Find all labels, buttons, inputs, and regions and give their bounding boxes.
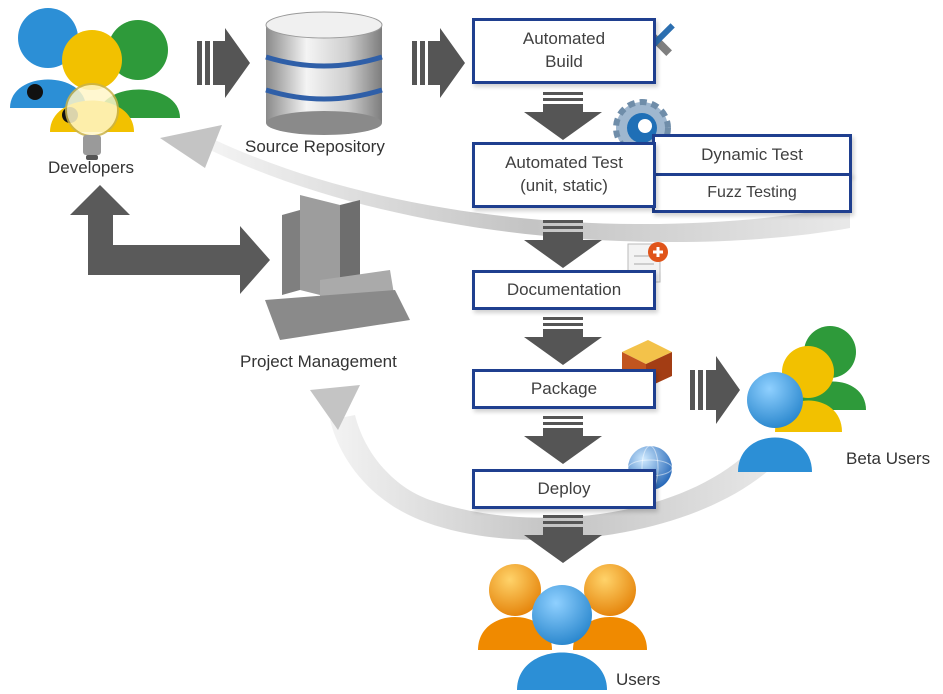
source-repository-label: Source Repository (245, 137, 385, 156)
database-icon (265, 11, 383, 135)
users-label: Users (616, 670, 661, 689)
arrow-repository-to-build (412, 28, 465, 98)
fuzz-testing-box: Fuzz Testing (652, 173, 852, 213)
deploy-box: Deploy (472, 469, 656, 509)
beta-users-label: Beta Users (846, 449, 931, 468)
package-label: Package (530, 378, 598, 398)
arrow-package-to-deploy (524, 416, 602, 464)
automated-test-label: Automated Test (unit, static) (505, 153, 623, 195)
arrow-to-beta-users (690, 356, 740, 424)
package-box: Package (472, 369, 656, 409)
arrow-documentation-to-package (524, 317, 602, 365)
project-management-label: Project Management (240, 352, 397, 371)
arrow-deploy-to-users (524, 515, 602, 563)
lightbulb-icon (65, 83, 119, 160)
automated-build-box: Automated Build (472, 18, 656, 84)
documentation-box: Documentation (472, 270, 656, 310)
arrow-build-to-test (524, 92, 602, 140)
dynamic-test-box: Dynamic Test (652, 134, 852, 176)
beta-users-icon (738, 326, 866, 472)
feedback-arrow-to-project-management (310, 385, 780, 540)
arrow-developers-to-repository (197, 28, 250, 98)
users-icon (478, 564, 647, 690)
fuzz-testing-label: Fuzz Testing (707, 184, 797, 202)
dynamic-test-label: Dynamic Test (701, 144, 803, 164)
arrow-developers-project-management (70, 185, 270, 294)
automated-test-box: Automated Test (unit, static) (472, 142, 656, 208)
automated-build-label: Automated Build (522, 29, 606, 71)
deploy-label: Deploy (537, 478, 591, 498)
building-icon (265, 195, 410, 340)
developers-label: Developers (48, 158, 134, 177)
feedback-arrow-to-developers (160, 125, 850, 243)
rebel-insignia-icon (27, 84, 43, 100)
documentation-label: Documentation (506, 279, 622, 299)
arrow-test-to-documentation (524, 220, 602, 268)
